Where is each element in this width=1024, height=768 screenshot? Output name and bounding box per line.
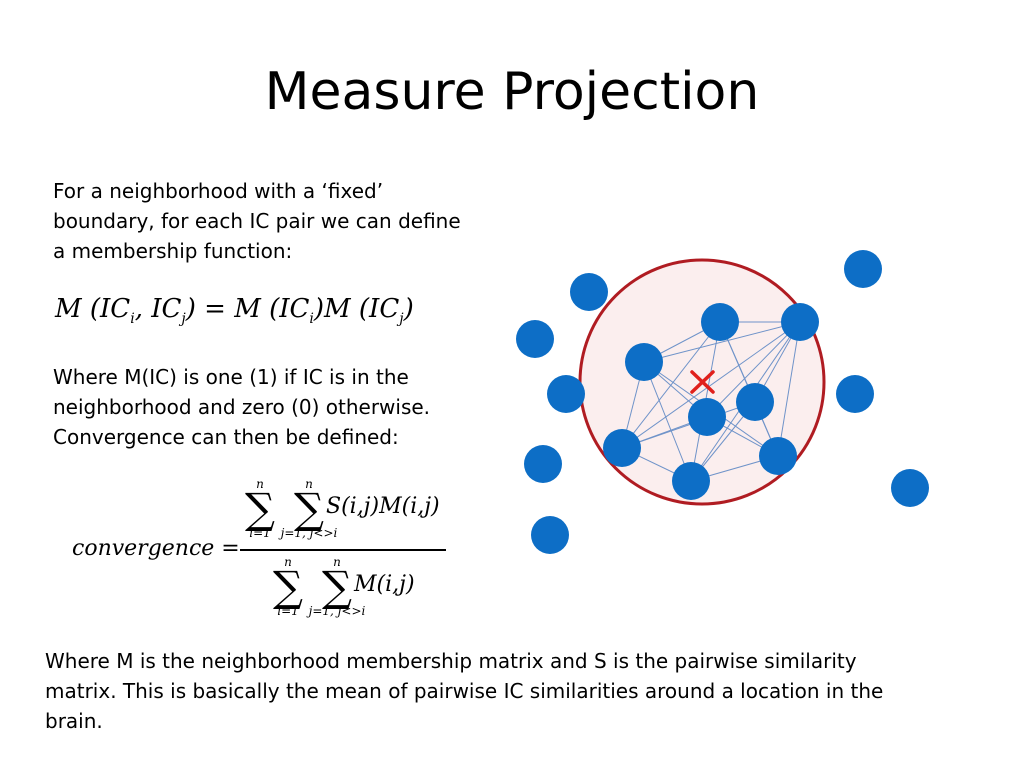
eq-part: ) = M (IC bbox=[185, 294, 310, 324]
ic-node-outside bbox=[844, 250, 882, 288]
eq-sub: j bbox=[399, 311, 404, 328]
sum-lower: j=1, j<>i bbox=[280, 526, 338, 540]
convergence-lhs: convergence = bbox=[72, 536, 240, 561]
footer-line: matrix. This is basically the mean of pa… bbox=[45, 679, 884, 703]
denominator-term: M(i,j) bbox=[354, 572, 415, 597]
eq-sub: j bbox=[181, 311, 186, 328]
explain-line: Where M(IC) is one (1) if IC is in the bbox=[53, 365, 409, 389]
sum-upper: n bbox=[284, 555, 292, 569]
ic-node-inside bbox=[736, 383, 774, 421]
sum-j-numerator: n ∑ j=1, j<>i bbox=[277, 478, 341, 540]
eq-part: ) bbox=[403, 294, 414, 324]
sigma: ∑ bbox=[245, 484, 275, 533]
sum-upper: n bbox=[305, 477, 313, 491]
eq-part: M (IC bbox=[55, 294, 131, 324]
ic-node-inside bbox=[625, 343, 663, 381]
center-marker bbox=[690, 370, 715, 394]
sigma: ∑ bbox=[294, 484, 324, 533]
sum-lower: i=1 bbox=[249, 526, 271, 540]
edge bbox=[643, 321, 801, 363]
numerator-term: S(i,j)M(i,j) bbox=[326, 494, 440, 519]
footer-line: brain. bbox=[45, 709, 103, 733]
marker-stroke bbox=[690, 370, 715, 394]
ic-node-inside bbox=[759, 437, 797, 475]
footer-paragraph: Where M is the neighborhood membership m… bbox=[45, 646, 945, 736]
node-group bbox=[516, 250, 929, 554]
ic-node-outside bbox=[516, 320, 554, 358]
ic-node-inside bbox=[701, 303, 739, 341]
ic-node-inside bbox=[688, 398, 726, 436]
ic-node-outside bbox=[836, 375, 874, 413]
sum-i-numerator: n ∑ i=1 bbox=[242, 478, 278, 540]
ic-node-inside bbox=[603, 429, 641, 467]
eq-part: )M (IC bbox=[313, 294, 400, 324]
explain-line: neighborhood and zero (0) otherwise. bbox=[53, 395, 431, 419]
eq-sub: i bbox=[309, 311, 314, 328]
ic-node-outside bbox=[891, 469, 929, 507]
intro-line: a membership function: bbox=[53, 239, 293, 263]
intro-line: boundary, for each IC pair we can define bbox=[53, 209, 461, 233]
sum-i-denominator: n ∑ i=1 bbox=[270, 556, 306, 618]
edge bbox=[777, 321, 801, 457]
membership-equation: M (ICi, ICj) = M (ICi)M (ICj) bbox=[55, 294, 414, 327]
fraction-line bbox=[240, 549, 446, 551]
ic-node-inside bbox=[672, 462, 710, 500]
ic-node-outside bbox=[524, 445, 562, 483]
intro-paragraph: For a neighborhood with a ‘fixed’ bounda… bbox=[53, 176, 461, 266]
explain-paragraph: Where M(IC) is one (1) if IC is in the n… bbox=[53, 362, 430, 452]
sum-upper: n bbox=[333, 555, 341, 569]
sum-lower: j=1, j<>i bbox=[308, 604, 366, 618]
sum-lower: i=1 bbox=[277, 604, 299, 618]
slide-title: Measure Projection bbox=[264, 62, 760, 122]
explain-line: Convergence can then be defined: bbox=[53, 425, 399, 449]
sigma: ∑ bbox=[322, 562, 352, 611]
eq-sub: i bbox=[130, 311, 135, 328]
edge bbox=[621, 321, 801, 449]
sigma: ∑ bbox=[273, 562, 303, 611]
edge bbox=[706, 321, 801, 418]
footer-line: Where M is the neighborhood membership m… bbox=[45, 649, 857, 673]
ic-node-inside bbox=[781, 303, 819, 341]
sum-j-denominator: n ∑ j=1, j<>i bbox=[305, 556, 369, 618]
convergence-equation: convergence = n ∑ i=1 n ∑ j=1, j<>i S(i,… bbox=[72, 478, 452, 628]
ic-node-outside bbox=[531, 516, 569, 554]
sum-upper: n bbox=[256, 477, 264, 491]
eq-part: , IC bbox=[134, 294, 182, 324]
edge bbox=[643, 361, 692, 482]
ic-node-outside bbox=[570, 273, 608, 311]
intro-line: For a neighborhood with a ‘fixed’ bbox=[53, 179, 384, 203]
ic-node-outside bbox=[547, 375, 585, 413]
